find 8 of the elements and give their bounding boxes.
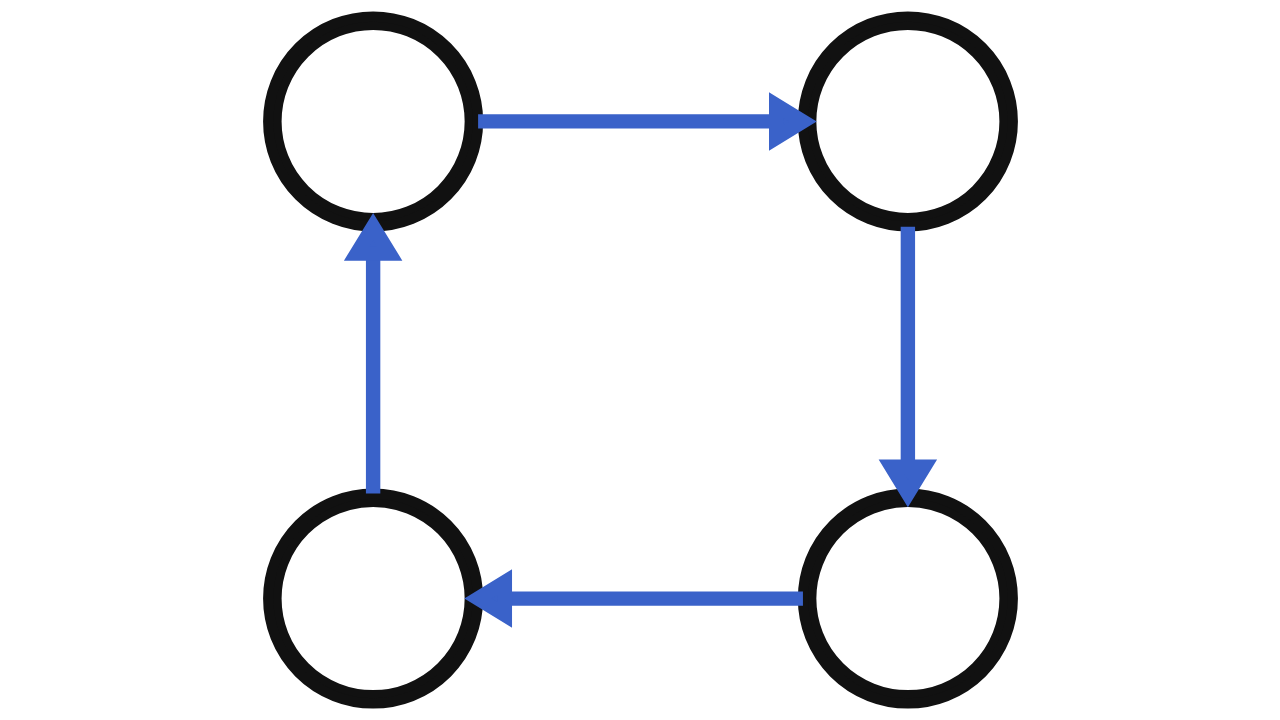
arrow — [878, 226, 937, 508]
node-circle — [797, 11, 1018, 232]
arrow — [477, 92, 817, 151]
node-circle — [797, 488, 1018, 709]
arrow — [463, 569, 803, 628]
node-circle — [262, 488, 483, 709]
node-circle — [262, 11, 483, 232]
arrow — [343, 212, 402, 494]
